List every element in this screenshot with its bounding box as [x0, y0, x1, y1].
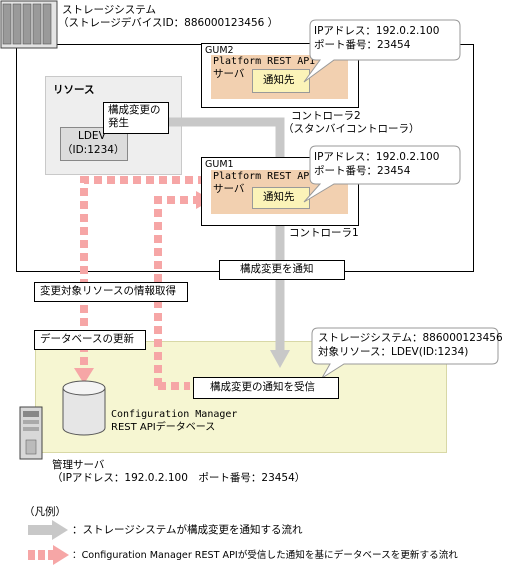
gum2-notify-label: 通知先: [263, 74, 295, 86]
controller2-label: コントローラ2: [291, 110, 361, 122]
legend-title: （凡例）: [24, 506, 66, 518]
ldev-label: LDEV: [78, 130, 106, 142]
mgmt-server-title: 管理サーバ: [52, 459, 105, 471]
update-database-box: [34, 330, 146, 350]
gum1-callout-ip: IPアドレス：192.0.2.100: [314, 151, 440, 163]
get-resource-info-box: [34, 282, 188, 302]
receive-notification-label: 構成変更の通知を受信: [210, 381, 315, 393]
gum2-notify-box: [252, 69, 310, 93]
gray-arrowhead: [270, 350, 290, 368]
management-server-icon: [19, 406, 43, 460]
pink-update-arrow: [80, 176, 233, 390]
gum2-name: GUM2: [205, 45, 234, 56]
notify-config-change-box: [219, 260, 345, 280]
mgmt-callout-storage: ストレージシステム：886000123456: [318, 332, 503, 344]
controller2-note: （スタンバイコントローラ）: [283, 123, 420, 135]
storage-device-id: （ストレージデバイスID：886000123456 ）: [58, 17, 279, 29]
legend-gray-desc: ：ストレージシステムが構成変更を通知する流れ: [72, 524, 303, 536]
db-label-line2: REST APIデータベース: [111, 422, 216, 433]
gum2-server-line2: サーバ: [213, 68, 245, 80]
ldev-id: （ID:1234）: [62, 144, 125, 156]
gum1-notify-label: 通知先: [263, 191, 295, 203]
gum1-server-line1: Platform REST API: [213, 171, 316, 182]
storage-system-icon: [0, 0, 58, 49]
legend-pink-arrow-icon: [28, 545, 69, 565]
mgmt-callout-resource: 対象リソース：LDEV(ID:1234): [318, 346, 469, 358]
gum2-callout-port: ポート番号：23454: [314, 39, 411, 51]
mgmt-server-address: （IPアドレス：192.0.2.100 ポート番号：23454）: [52, 472, 306, 484]
gum2-server-line1: Platform REST API: [213, 56, 316, 67]
storage-title: ストレージシステム: [62, 4, 156, 16]
gum2-callout-ip: IPアドレス：192.0.2.100: [314, 25, 440, 37]
change-event-box: [103, 102, 169, 134]
change-event-label: 構成変更の 発生: [108, 104, 161, 129]
database-icon: [62, 380, 106, 436]
pink-arrowhead-db: [74, 368, 94, 384]
legend-pink-desc: ：Configuration Manager REST APIが受信した通知を基…: [72, 550, 458, 561]
db-label-line1: Configuration Manager: [111, 409, 238, 420]
legend-gray-arrow-icon: [28, 520, 68, 540]
gum1-callout-port: ポート番号：23454: [314, 165, 411, 177]
controller1-label: コントローラ1: [289, 227, 359, 239]
receive-notification-box: [193, 377, 339, 399]
notify-config-change-label: 構成変更を通知: [240, 263, 314, 275]
gum1-server-line2: サーバ: [213, 183, 245, 195]
resource-title: リソース: [53, 84, 95, 96]
gum1-name: GUM1: [205, 159, 234, 170]
get-resource-info-label: 変更対象リソースの情報取得: [40, 285, 176, 297]
update-database-label: データベースの更新: [40, 333, 134, 345]
